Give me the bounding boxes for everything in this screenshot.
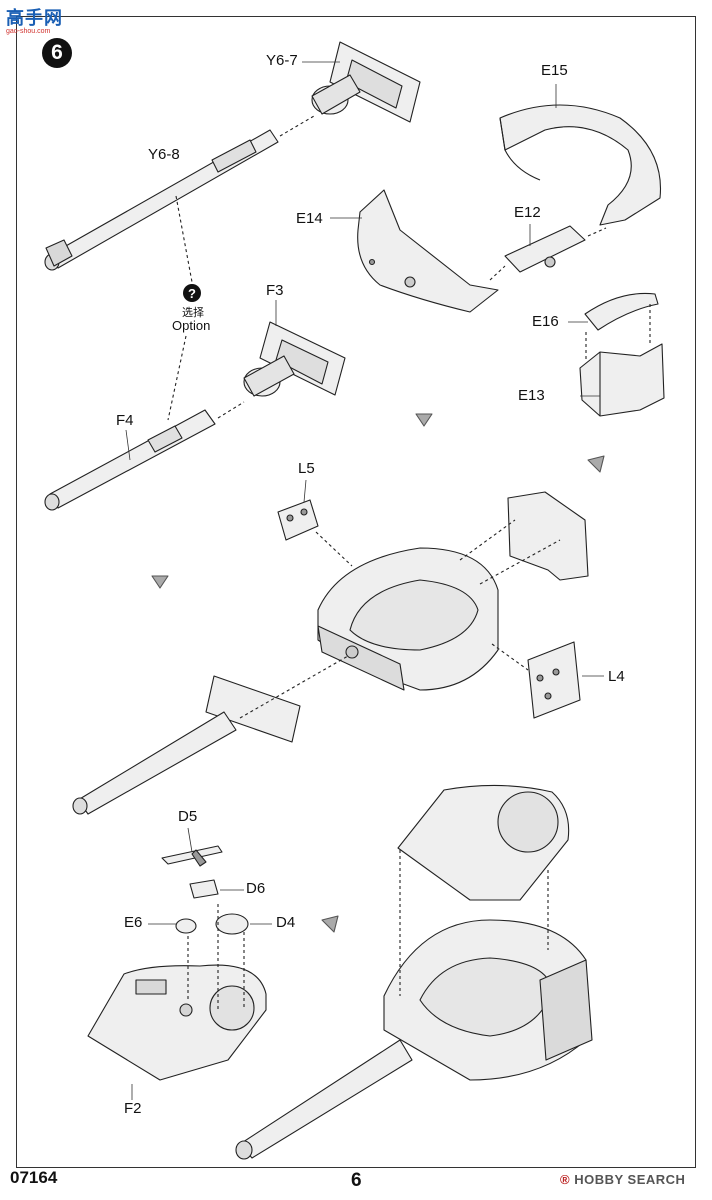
- part-d4: [215, 913, 249, 935]
- label-e12: E12: [514, 204, 541, 221]
- registered-mark: ®: [560, 1172, 571, 1187]
- part-d6: [189, 879, 219, 899]
- parts-e13-e16-assembled: [507, 491, 589, 581]
- part-e13: [579, 343, 665, 417]
- hobby-search-text: HOBBY SEARCH: [574, 1172, 686, 1187]
- option-label-en: Option: [172, 318, 211, 333]
- part-e16: [584, 292, 659, 331]
- part-l5: [277, 499, 319, 541]
- part-f4-barrel: [44, 409, 216, 511]
- label-d5: D5: [178, 808, 198, 825]
- step-number-badge: 6: [42, 38, 72, 68]
- mantlet-barrel-assembled: [72, 675, 301, 815]
- arrow-markers: [151, 413, 605, 933]
- label-e6: E6: [124, 914, 143, 931]
- page-number: 6: [351, 1170, 362, 1191]
- part-d5: [161, 845, 223, 867]
- label-d4: D4: [276, 914, 296, 931]
- part-l4: [527, 641, 581, 719]
- part-e12: [504, 225, 586, 273]
- watermark-site-cn: 高手网: [6, 8, 63, 29]
- part-y6-7-mantlet: [311, 41, 421, 123]
- watermark-site-url: gao-shou.com: [6, 28, 51, 35]
- watermark-logo: 高手网 gao-shou.com: [2, 2, 82, 36]
- catalog-number: 07164: [10, 1168, 58, 1187]
- part-y6-8-barrel: [44, 129, 279, 271]
- label-y6-8: Y6-8: [148, 146, 180, 163]
- part-e6: [175, 918, 197, 934]
- label-f2: F2: [124, 1100, 142, 1117]
- part-e14: [357, 189, 499, 313]
- part-e15: [499, 104, 662, 226]
- label-e15: E15: [541, 62, 568, 79]
- part-f3-mantlet: [243, 321, 346, 397]
- turret-assembled: [235, 784, 593, 1160]
- label-d6: D6: [246, 880, 266, 897]
- label-y6-7: Y6-7: [266, 52, 298, 69]
- page-frame: [16, 16, 696, 1168]
- part-f2-turret-top: [87, 964, 267, 1081]
- hobby-search-watermark: ® HOBBY SEARCH: [560, 1172, 685, 1187]
- label-f4: F4: [116, 412, 134, 429]
- option-label-cn: 选择: [182, 306, 204, 319]
- label-f3: F3: [266, 282, 284, 299]
- label-l4: L4: [608, 668, 625, 685]
- option-question-icon: ?: [183, 284, 201, 302]
- label-e13: E13: [518, 387, 545, 404]
- label-l5: L5: [298, 460, 315, 477]
- label-e16: E16: [532, 313, 559, 330]
- turret-ring-middle: [317, 547, 499, 691]
- label-e14: E14: [296, 210, 323, 227]
